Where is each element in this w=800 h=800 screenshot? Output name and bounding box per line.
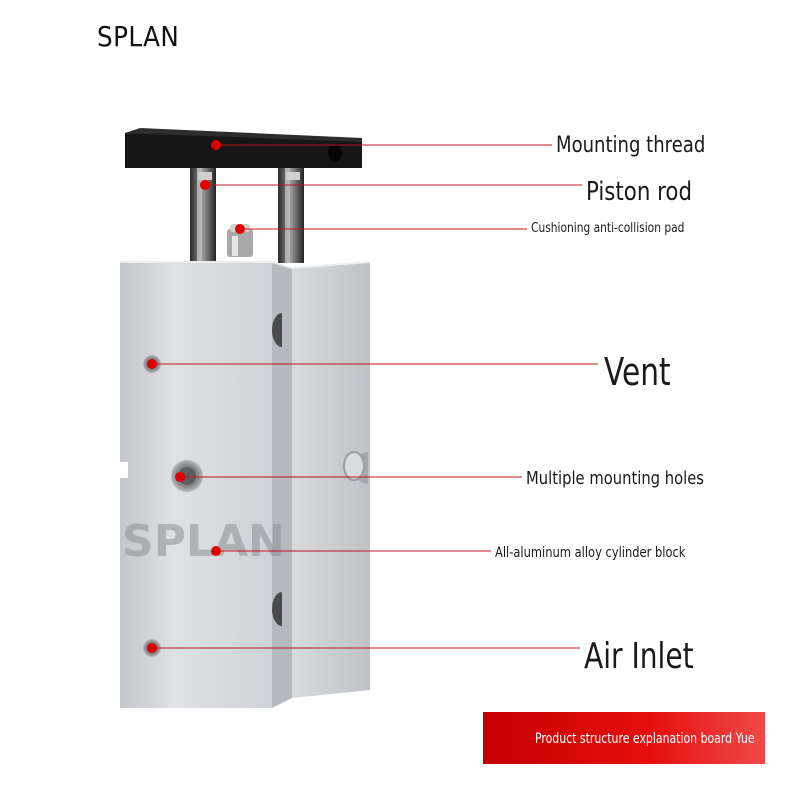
- banner-text: Product structure explanation board Yue: [535, 731, 755, 747]
- callout-air-inlet: Air Inlet: [584, 636, 694, 677]
- callout-cylinder-block: All-aluminum alloy cylinder block: [495, 545, 686, 561]
- mounting-plate: [125, 128, 362, 168]
- callout-cushioning-pad: Cushioning anti-collision pad: [531, 221, 685, 236]
- explanation-banner: Product structure explanation board Yue: [483, 712, 765, 764]
- callout-piston-rod: Piston rod: [586, 177, 692, 207]
- callout-mounting-thread: Mounting thread: [556, 133, 706, 158]
- watermark: SPLAN: [122, 516, 285, 567]
- callout-mounting-holes: Multiple mounting holes: [526, 468, 705, 489]
- pointer-lines: [152, 144, 598, 649]
- callout-vent: Vent: [604, 350, 671, 394]
- pointer-dots: [147, 140, 245, 653]
- brand-logo: SPLAN: [97, 20, 180, 53]
- cushion-pad: [227, 224, 253, 257]
- cylinder-block: [120, 261, 371, 708]
